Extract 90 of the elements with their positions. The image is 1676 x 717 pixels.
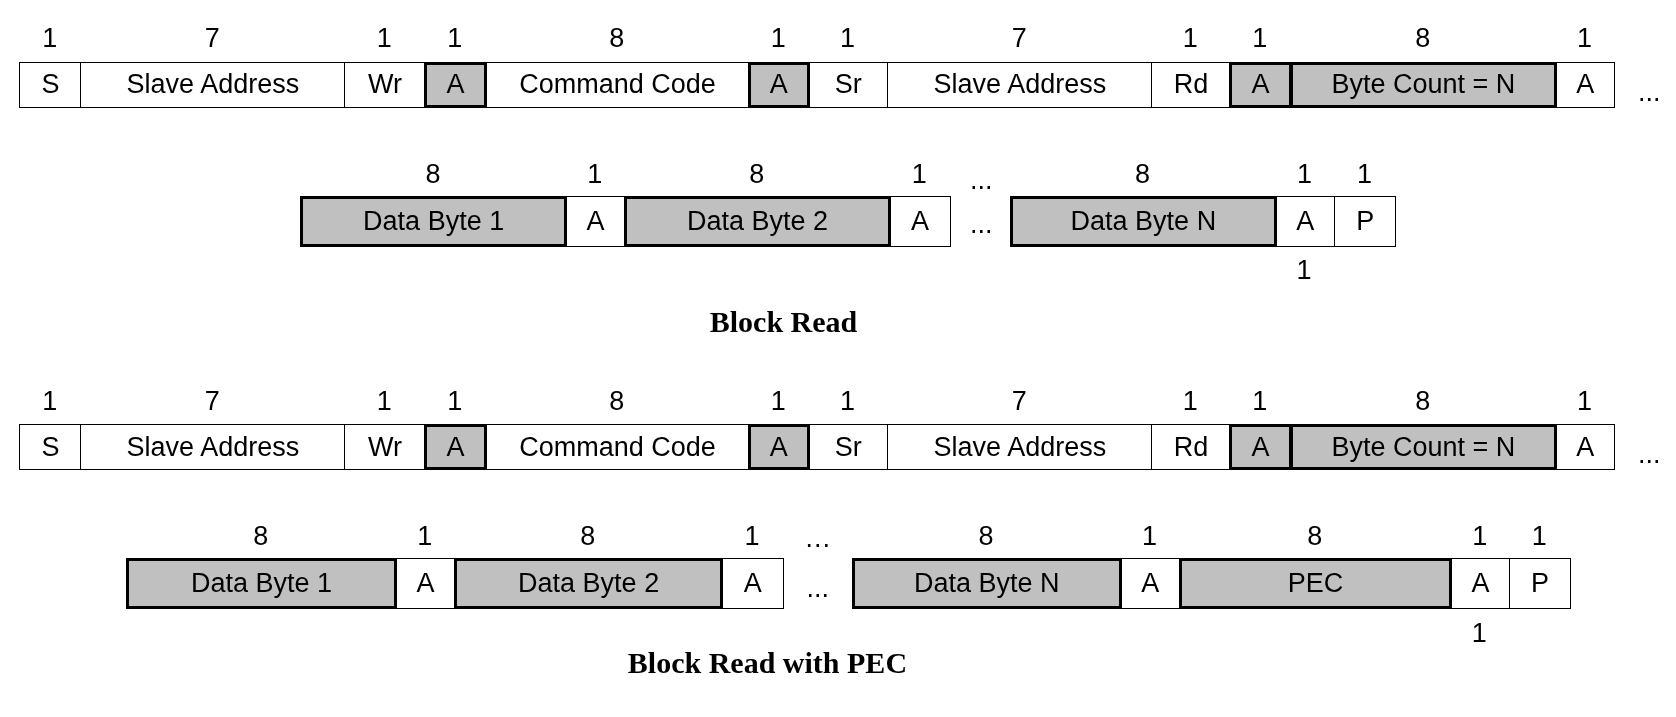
packet-field: A: [748, 424, 810, 471]
bit-count-label: 1: [417, 522, 433, 549]
packet-field: Slave Address: [887, 62, 1153, 108]
packet-field: A: [1229, 62, 1292, 108]
packet-field: A: [1120, 557, 1181, 610]
bit-count-label: 1: [770, 387, 786, 415]
packet-field: S: [19, 62, 82, 108]
bit-count-label: 8: [609, 387, 625, 415]
bit-count-label: 8: [609, 24, 625, 52]
bit-count-label: 7: [1011, 387, 1027, 415]
packet-field: PEC: [1178, 557, 1452, 610]
bit-count-label: ...: [1638, 440, 1661, 468]
packet-field: Data Byte N: [1010, 195, 1277, 247]
bit-count-label: 7: [204, 24, 220, 52]
packet-field: S: [19, 424, 82, 471]
bit-count-label: 1: [376, 387, 392, 415]
packet-field: Command Code: [485, 62, 750, 108]
packet-field: A: [721, 557, 784, 610]
packet-field: A: [1555, 62, 1616, 108]
packet-field: Slave Address: [887, 424, 1153, 471]
packet-field: Command Code: [485, 424, 750, 471]
packet-field: Data Byte 2: [454, 557, 723, 610]
packet-field: Byte Count = N: [1290, 62, 1557, 108]
bit-count-label: …: [804, 524, 832, 552]
bit-count-label: 1: [447, 387, 463, 415]
bit-count-label: 1: [447, 24, 463, 52]
bit-count-label: 1: [1252, 387, 1268, 415]
bit-count-label: 1: [1296, 256, 1312, 284]
bit-count-label: 1: [1356, 160, 1372, 188]
bit-count-label: 1: [1182, 387, 1198, 415]
bit-count-label: 7: [204, 387, 220, 415]
bit-count-label: 1: [1297, 160, 1313, 188]
bit-count-label: 1: [1577, 387, 1593, 415]
bit-count-label: 7: [1011, 24, 1027, 52]
packet-field: Sr: [808, 424, 889, 471]
bit-count-label: 8: [253, 522, 269, 549]
packet-field: A: [1275, 195, 1336, 247]
bit-count-label: 1: [840, 387, 856, 415]
packet-field: Byte Count = N: [1290, 424, 1557, 471]
packet-field: A: [1450, 557, 1511, 610]
packet-field: P: [1509, 557, 1571, 610]
bit-count-label: 1: [1252, 24, 1268, 52]
packet-field: A: [424, 424, 487, 471]
packet-field: Data Byte 1: [126, 557, 397, 610]
packet-field: Data Byte 2: [624, 195, 891, 247]
bit-count-label: 8: [1307, 522, 1323, 549]
bit-count-label: ...: [1638, 78, 1661, 106]
bit-count-label: 1: [1182, 24, 1198, 52]
bit-count-label: 1: [1471, 619, 1487, 647]
section-label: Block Read with PEC: [627, 647, 908, 678]
packet-field: Rd: [1151, 424, 1231, 471]
packet-field: Slave Address: [80, 424, 346, 471]
bit-count-label: 8: [749, 160, 765, 188]
packet-field: Rd: [1151, 62, 1231, 108]
bit-count-label: 1: [770, 24, 786, 52]
bit-count-label: 1: [840, 24, 856, 52]
packet-field: Wr: [344, 62, 426, 108]
bit-count-label: 8: [1135, 160, 1151, 188]
packet-field: A: [424, 62, 487, 108]
bit-count-label: 8: [425, 160, 441, 188]
bit-count-label: 8: [1415, 24, 1431, 52]
bit-count-label: 1: [1472, 522, 1488, 549]
packet-field: A: [565, 195, 626, 247]
bit-count-label: 1: [1531, 522, 1547, 549]
packet-field: P: [1333, 195, 1397, 247]
packet-field: A: [889, 195, 951, 247]
bit-count-label: 1: [1142, 522, 1158, 549]
packet-field: Wr: [344, 424, 426, 471]
bit-count-label: 1: [42, 24, 58, 52]
bit-count-label: ...: [969, 210, 993, 238]
bit-count-label: 1: [744, 522, 760, 549]
bit-count-label: 1: [1577, 24, 1593, 52]
bit-count-label: 1: [42, 387, 58, 415]
packet-field: Data Byte 1: [300, 195, 567, 247]
packet-field: Slave Address: [80, 62, 346, 108]
bit-count-label: 1: [376, 24, 392, 52]
bit-count-label: 1: [911, 160, 927, 188]
bit-count-label: ...: [806, 574, 829, 602]
packet-field: A: [1555, 424, 1616, 471]
bit-count-label: 1: [587, 160, 603, 188]
bit-count-label: 8: [580, 522, 596, 549]
bit-count-label: 8: [1415, 387, 1431, 415]
section-label: Block Read: [709, 306, 858, 337]
packet-field: Data Byte N: [851, 557, 1122, 610]
packet-field: A: [1229, 424, 1292, 471]
packet-field: A: [395, 557, 456, 610]
bit-count-label: 8: [978, 522, 994, 549]
bit-count-label: ...: [969, 166, 993, 194]
packet-field: Sr: [808, 62, 889, 108]
packet-field: A: [748, 62, 810, 108]
